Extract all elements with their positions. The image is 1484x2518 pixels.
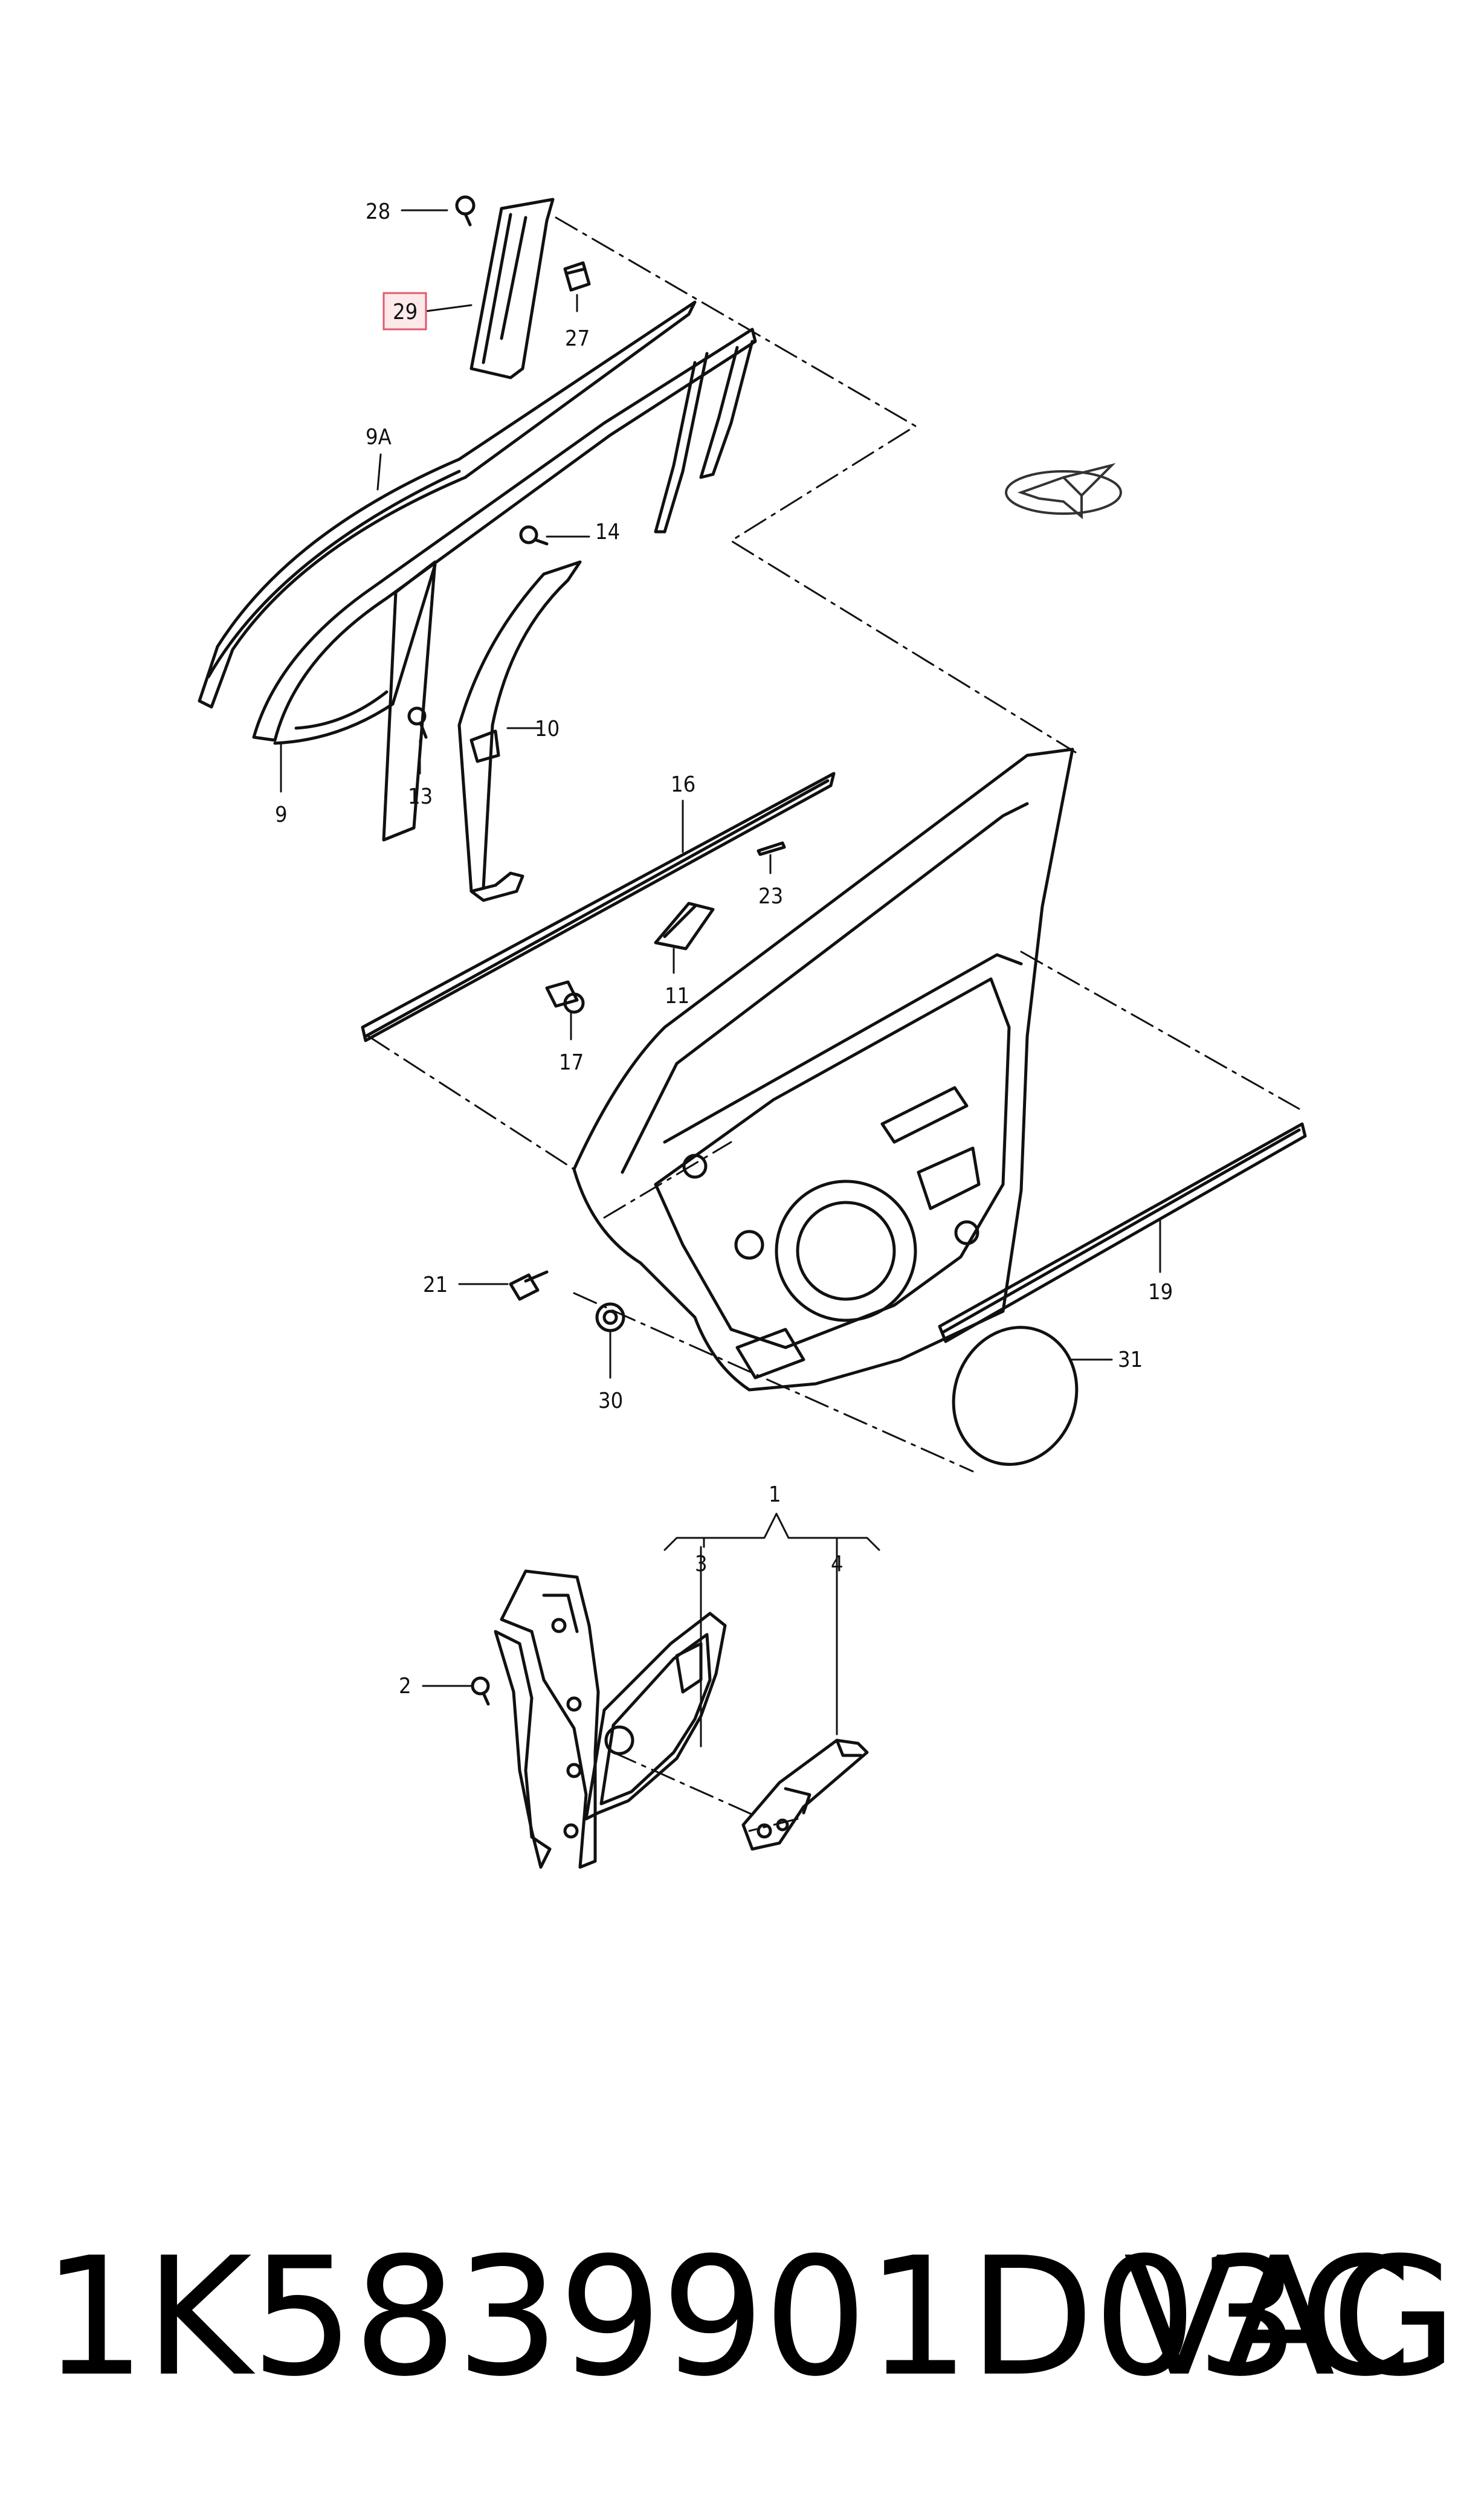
part-30-grommet (595, 1302, 625, 1332)
callout-4: 4 (831, 1552, 844, 1577)
callout-29: 29 (393, 300, 418, 324)
part-28-screw (455, 195, 476, 227)
part-14-screw (519, 525, 549, 546)
part-11-retainer (654, 902, 715, 951)
callout-14: 14 (595, 520, 620, 544)
door-shell (572, 747, 1074, 1392)
callout-9a: 9A (366, 425, 392, 450)
brand-label: VAG (1123, 2222, 1457, 2412)
watermark-logo (1005, 463, 1122, 520)
callout-28: 28 (366, 199, 390, 224)
callout-30: 30 (598, 1389, 623, 1413)
callout-21: 21 (423, 1273, 448, 1297)
part-4-motor (741, 1738, 869, 1851)
callout-16: 16 (671, 772, 695, 797)
callout-2: 2 (399, 1674, 411, 1699)
callout-3: 3 (695, 1552, 708, 1577)
part-3-regulator (584, 1612, 727, 1821)
callout-9: 9 (275, 802, 288, 827)
reference-lines (367, 216, 1300, 1832)
part-29-highlight (382, 292, 427, 331)
callout-19: 19 (1148, 1280, 1173, 1305)
callout-31: 31 (1118, 1348, 1143, 1372)
callout-13: 13 (408, 784, 433, 809)
part-27-clip (563, 261, 591, 292)
part-number: 1K5839901D03C (42, 2222, 1412, 2412)
part-29-pillar-trim (469, 198, 555, 379)
part-16-belt-strip (361, 772, 836, 1042)
callout-1: 1 (769, 1482, 781, 1507)
part-21-bolt (509, 1270, 549, 1301)
part-23-strip (757, 841, 786, 856)
callout-11: 11 (665, 984, 689, 1009)
callout-27: 27 (565, 326, 590, 351)
callout-labels: 28 29 27 9A 14 10 9 13 16 23 11 17 21 19… (275, 199, 1173, 1699)
window-regulator-carrier (494, 1569, 600, 1869)
part-9a-roof-seal (198, 300, 697, 709)
bracket-1-3-4 (663, 1512, 880, 1551)
part-9-frame-seal (252, 328, 757, 745)
part-31-membrane (952, 1326, 1079, 1466)
callout-17: 17 (559, 1050, 584, 1075)
part-13-screw (407, 706, 428, 739)
part-17-clip (545, 980, 585, 1014)
part-19-inner-belt-strip (938, 1122, 1307, 1343)
part-2-screw (471, 1676, 490, 1706)
callout-23: 23 (758, 884, 783, 909)
callout-10: 10 (535, 717, 560, 741)
part-10-guide-rail (382, 560, 582, 902)
leader-lines (280, 209, 1161, 1748)
